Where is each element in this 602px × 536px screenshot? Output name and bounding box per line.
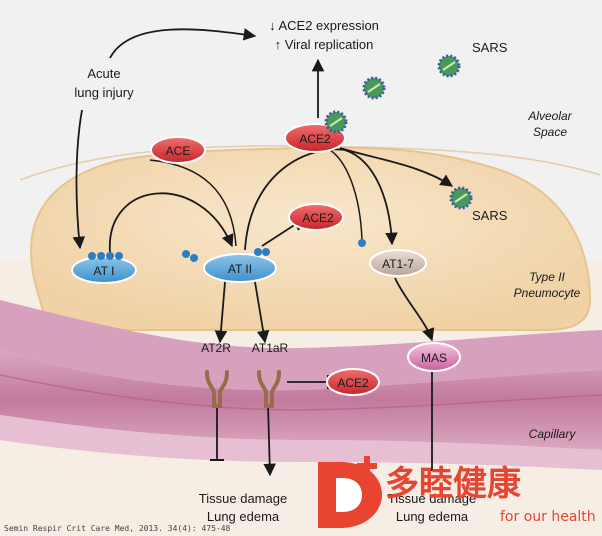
sars-label-top: SARS <box>472 40 508 55</box>
ace2-soluble-node <box>288 203 344 231</box>
at2r-receptor-icon <box>205 370 229 408</box>
at1ar-receptor-icon <box>257 370 281 408</box>
effect-viral-replication: ↑ Viral replication <box>275 37 374 52</box>
region-label-alveolar-2: Space <box>533 125 567 139</box>
ace2-capillary-node <box>326 368 380 396</box>
at1-7-node <box>369 249 427 277</box>
citation-text: Semin Respir Crit Care Med, 2013. 34(4):… <box>4 524 231 533</box>
at1-7-label: AT1-7 <box>382 257 414 271</box>
arrow-at17-to-mas <box>394 277 435 342</box>
at1-label: AT I <box>94 264 115 278</box>
peptide-dot <box>182 250 190 258</box>
arrow-ace2-into-at17 <box>329 149 363 241</box>
peptide-dot <box>115 252 123 260</box>
brand-tagline: for our health <box>500 509 596 525</box>
inhibit-ace2-at2 <box>261 223 297 247</box>
at1ar-label: AT1aR <box>252 341 289 355</box>
region-label-alveolar-1: Alveolar <box>527 109 572 123</box>
outcome-tissue-damage-right: Tissue damage <box>388 491 476 506</box>
ace2-membrane-label: ACE2 <box>299 132 331 146</box>
mas-label: MAS <box>421 351 447 365</box>
arrow-at1-to-at2 <box>109 192 234 253</box>
arrow-ali-to-effects <box>109 28 257 59</box>
ace2-soluble-label: ACE2 <box>302 211 334 225</box>
peptide-dot <box>254 248 262 256</box>
acute-lung-injury-label-1: Acute <box>87 66 120 81</box>
pneumocyte-cell <box>30 146 592 331</box>
ace2-capillary-label: ACE2 <box>337 376 369 390</box>
at2r-label: AT2R <box>201 341 231 355</box>
arrow-ace2-to-sars <box>339 147 454 187</box>
mas-node <box>407 342 461 372</box>
arrow-at2-to-at17 <box>244 148 398 251</box>
acute-lung-injury-box <box>50 56 154 108</box>
sars-virus-icon <box>437 54 461 78</box>
ace-node <box>150 136 206 164</box>
at2-label: AT II <box>228 262 252 276</box>
peptide-dot <box>97 252 105 260</box>
sars-virus-icon <box>324 110 348 134</box>
capillary-wall-lower <box>0 415 602 470</box>
arrow-at1ar-tissue <box>263 404 276 477</box>
region-label-type2-2: Pneumocyte <box>514 286 581 300</box>
region-label-type2-1: Type II <box>529 270 565 284</box>
outcome-tissue-damage-left: Tissue damage <box>199 491 287 506</box>
effect-ace2-expression: ↓ ACE2 expression <box>269 18 379 33</box>
outcome-lung-edema-right: Lung edema <box>396 509 469 524</box>
arrow-at2-to-at1ar <box>254 281 270 344</box>
sars-label-mid: SARS <box>472 208 508 223</box>
peptide-dot <box>358 239 366 247</box>
sars-virus-icon <box>362 76 386 100</box>
peptide-dot <box>88 252 96 260</box>
at2-node <box>203 253 277 283</box>
brand-name: 多睦健康 <box>385 464 521 504</box>
outcome-lung-edema-left: Lung edema <box>207 509 280 524</box>
peptide-dot <box>262 248 270 256</box>
arrow-ali-to-at1 <box>72 109 86 250</box>
peptide-dot <box>190 254 198 262</box>
capillary-line <box>0 374 602 411</box>
sars-virus-icon <box>449 186 473 210</box>
peptide-dot <box>106 252 114 260</box>
ace-label: ACE <box>166 144 191 158</box>
acute-lung-injury-label-2: lung injury <box>74 85 134 100</box>
arrow-at2-to-at2r <box>214 281 228 344</box>
brand-logo <box>318 456 382 528</box>
region-label-capillary: Capillary <box>529 427 577 441</box>
capillary-lumen <box>0 350 602 450</box>
